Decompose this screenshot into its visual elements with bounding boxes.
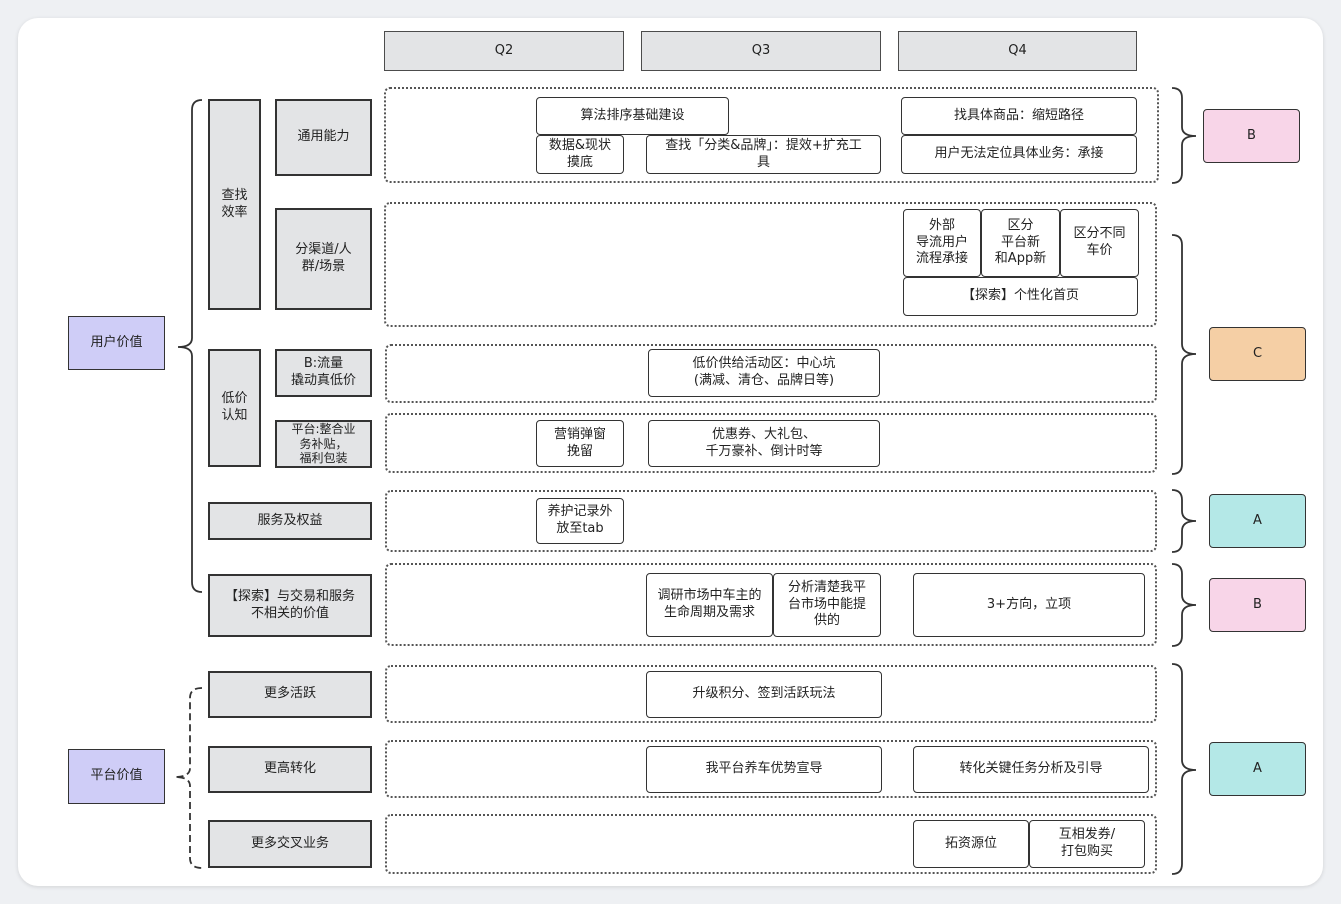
higher-conversion-label: 更高转化 (208, 746, 372, 793)
channel-segment-label: 分渠道/人 群/场景 (275, 208, 372, 310)
low-price-label: 低价 认知 (208, 349, 261, 467)
task-task-analysis: 转化关键任务分析及引导 (913, 746, 1149, 793)
task-locate-business: 用户无法定位具体业务：承接 (901, 135, 1137, 174)
task-coupons: 优惠券、大礼包、 千万豪补、倒计时等 (648, 420, 880, 467)
task-maintenance-tab: 养护记录外 放至tab (536, 498, 624, 544)
explore-value-label: 【探索】与交易和服务 不相关的价值 (208, 574, 372, 637)
quarter-header-q2: Q2 (384, 31, 624, 71)
task-activity-zone: 低价供给活动区：中心坑 (满减、清仓、品牌日等) (648, 349, 880, 397)
lane-explore-value (385, 563, 1157, 646)
service-rights-label: 服务及权益 (208, 502, 372, 540)
user-value-label: 用户价值 (68, 316, 165, 370)
cross-business-label: 更多交叉业务 (208, 820, 372, 868)
priority-tag-a2: A (1209, 742, 1306, 796)
priority-tag-a1: A (1209, 494, 1306, 548)
lane-higher-conversion (385, 740, 1157, 798)
find-efficiency-label: 查找 效率 (208, 99, 261, 310)
task-directions: 3+方向，立项 (913, 573, 1145, 637)
task-find-product: 找具体商品：缩短路径 (901, 97, 1137, 135)
lane-b-traffic (385, 344, 1157, 403)
task-coupon-bundle: 互相发券/ 打包购买 (1029, 820, 1145, 868)
priority-tag-b1: B (1203, 109, 1300, 163)
task-research-lifecycle: 调研市场中车主的 生命周期及需求 (646, 573, 773, 637)
task-analyze-offer: 分析清楚我平 台市场中能提 供的 (773, 573, 881, 637)
lane-general-capability (384, 87, 1159, 183)
task-source-expansion: 拓资源位 (913, 820, 1029, 868)
task-external-flow: 外部 导流用户 流程承接 (903, 209, 981, 277)
task-platform-app-new: 区分 平台新 和App新 (981, 209, 1060, 277)
quarter-header-q3: Q3 (641, 31, 881, 71)
priority-tag-c: C (1209, 327, 1306, 381)
task-car-price: 区分不同 车价 (1060, 209, 1139, 277)
task-marketing-popup: 营销弹窗 挽留 (536, 420, 624, 467)
task-data-baseline: 数据&现状 摸底 (536, 135, 624, 174)
general-capability-label: 通用能力 (275, 99, 372, 176)
b-traffic-label: B:流量 撬动真低价 (275, 349, 372, 397)
task-points-checkin: 升级积分、签到活跃玩法 (646, 671, 882, 718)
more-active-label: 更多活跃 (208, 671, 372, 718)
quarter-header-q4: Q4 (898, 31, 1137, 71)
lane-service-rights (385, 490, 1157, 552)
task-advantage-promo: 我平台养车优势宣导 (646, 746, 882, 793)
lane-channel-segment (384, 202, 1157, 327)
priority-tag-b2: B (1209, 578, 1306, 632)
lane-more-active (385, 665, 1157, 723)
task-personalized-home: 【探索】个性化首页 (903, 277, 1138, 316)
platform-value-label: 平台价值 (68, 749, 165, 804)
lane-cross-business (385, 814, 1157, 874)
task-category-brand: 查找「分类&品牌」：提效+扩充工 具 (646, 135, 881, 174)
lane-platform-subsidy (385, 413, 1157, 473)
platform-subsidy-label: 平台:整合业 务补贴， 福利包装 (275, 420, 372, 468)
task-algo-sort: 算法排序基础建设 (536, 97, 729, 135)
